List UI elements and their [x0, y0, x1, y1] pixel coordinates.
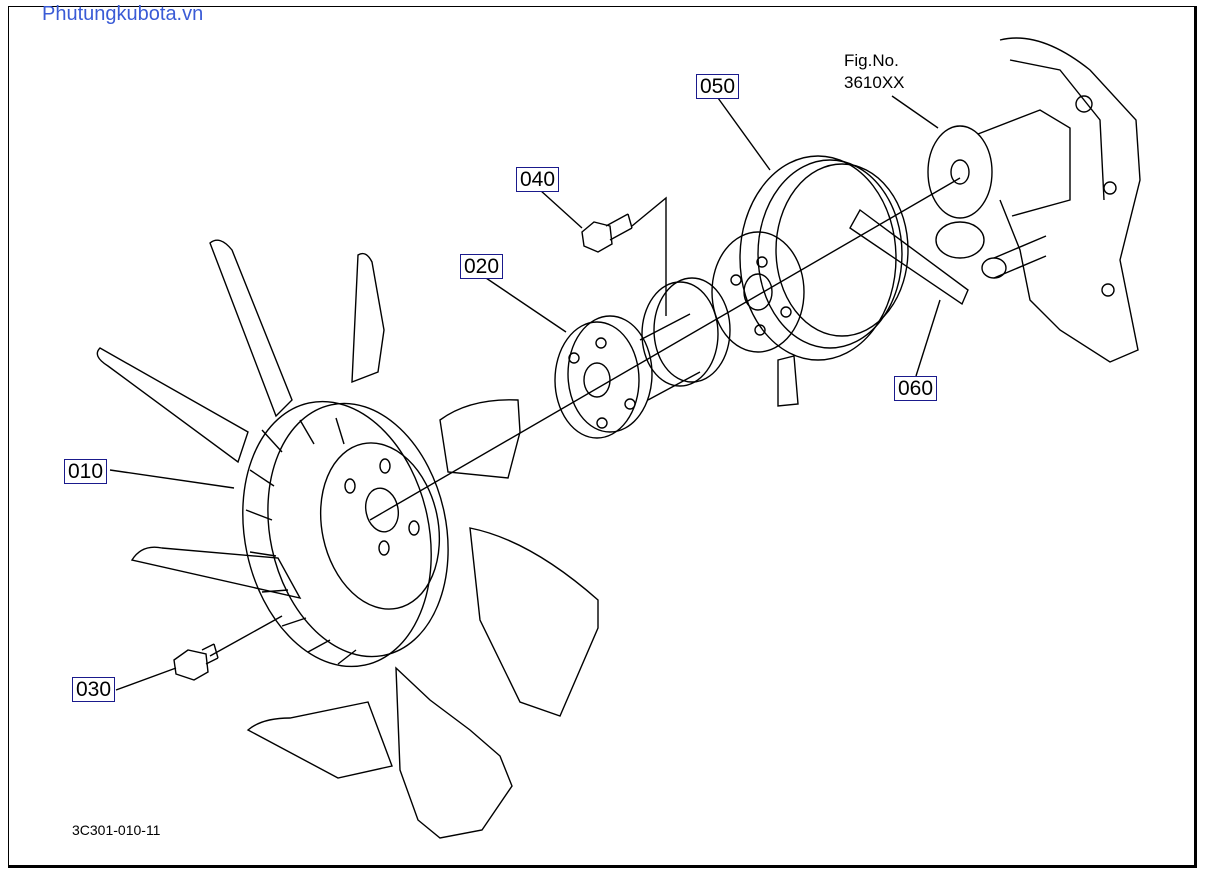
water-pump-part — [927, 37, 1141, 363]
callout-040[interactable]: 040 — [516, 167, 560, 192]
leader-lines — [109, 95, 941, 691]
callout-020[interactable]: 020 — [460, 254, 504, 279]
callout-010[interactable]: 010 — [64, 459, 108, 484]
center-axis — [369, 177, 961, 521]
figure-reference-number: 3610XX — [844, 73, 905, 92]
pulley-part[interactable] — [711, 155, 909, 361]
callout-050[interactable]: 050 — [696, 74, 740, 99]
figure-reference-label: Fig.No. — [844, 51, 899, 70]
drawing-frame — [8, 6, 1197, 868]
figure-reference[interactable]: Fig.No. 3610XX — [844, 50, 905, 94]
watermark: Phutungkubota.vn — [42, 3, 204, 25]
callout-060[interactable]: 060 — [894, 376, 938, 401]
callout-030[interactable]: 030 — [72, 677, 116, 702]
fan-bolt-part[interactable] — [173, 643, 219, 681]
diagram-code: 3C301-010-11 — [72, 822, 161, 838]
spacer-bolt-part[interactable] — [581, 213, 633, 253]
fan-part[interactable] — [96, 239, 599, 839]
spacer-part[interactable] — [554, 277, 731, 439]
v-belt-part[interactable] — [777, 208, 969, 407]
